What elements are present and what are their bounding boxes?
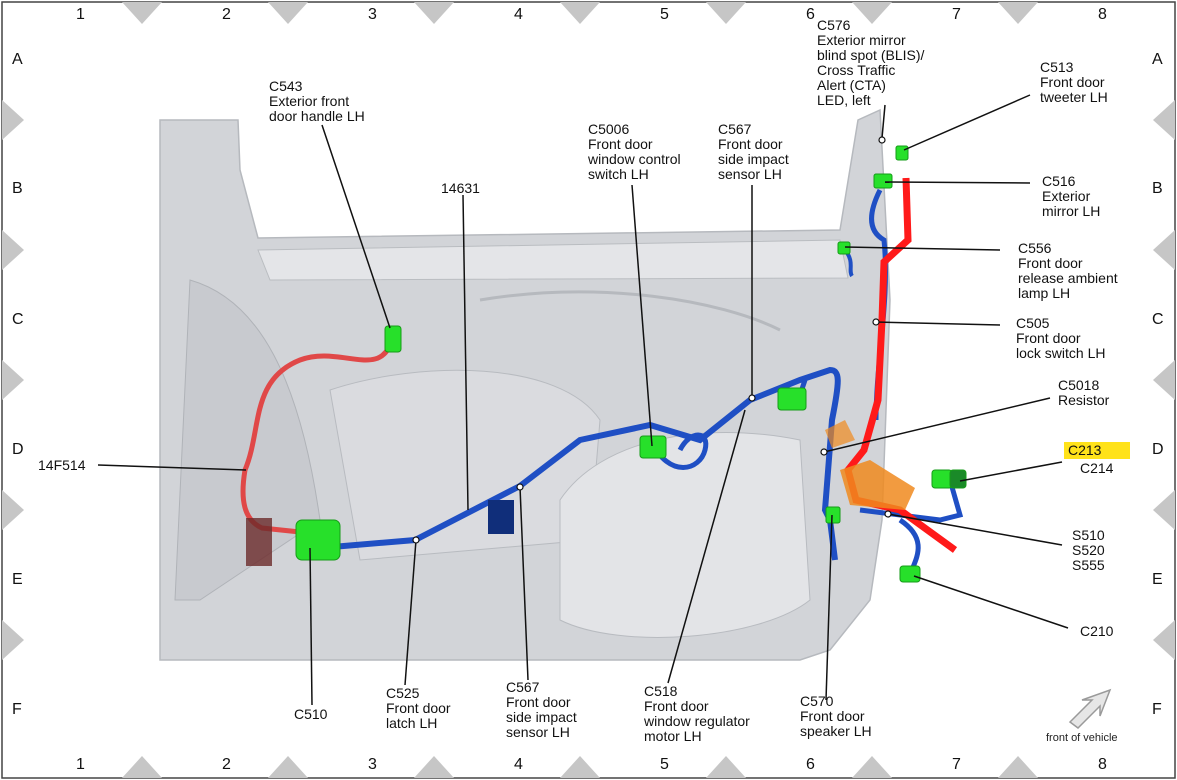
door-speaker-pocket (329, 369, 601, 561)
grid-col-2-bottom: 2 (222, 756, 231, 773)
grid-row-d-left: D (12, 441, 24, 458)
grid-row-f-right: F (1152, 701, 1162, 718)
connectors (295, 145, 967, 583)
label-14631: 14631 (441, 180, 480, 196)
grid-col-8-top: 8 (1098, 6, 1107, 23)
harness-pink-14f514 (240, 339, 395, 535)
connector-c213 (931, 469, 953, 489)
label-c513: C513 Front door tweeter LH (1040, 59, 1108, 105)
label-c556: C556 Front door release ambient lamp LH (1018, 240, 1118, 301)
grid-row-c-right: C (1152, 311, 1164, 328)
label-c570: C570 Front door speaker LH (800, 693, 872, 739)
front-of-vehicle-label: front of vehicle (1046, 732, 1118, 744)
connector-c214 (949, 469, 967, 489)
connector-c210 (899, 565, 921, 583)
grid-col-6-bottom: 6 (806, 756, 815, 773)
harness-grommet-dark (246, 518, 272, 566)
leader-lines (97, 94, 1069, 706)
door-lower-pocket (559, 432, 811, 638)
label-14f514: 14F514 (38, 457, 86, 473)
label-c567-top: C567 Front door side impact sensor LH (718, 121, 789, 182)
grid-col-5-top: 5 (660, 6, 669, 23)
grid-col-2-top: 2 (222, 6, 231, 23)
grid-col-5-bottom: 5 (660, 756, 669, 773)
harness-blue-loop (647, 432, 709, 470)
grid-col-1-bottom: 1 (76, 756, 85, 773)
grid-col-7-top: 7 (952, 6, 961, 23)
connector-c5006 (639, 435, 667, 459)
grid-row-e-left: E (12, 571, 23, 588)
label-c525: C525 Front door latch LH (386, 685, 451, 731)
label-c543: C543 Exterior front door handle LH (269, 78, 365, 124)
grid-row-e-right: E (1152, 571, 1163, 588)
label-c576: C576 Exterior mirror blind spot (BLIS)/ … (817, 17, 925, 108)
grid-col-7-bottom: 7 (952, 756, 961, 773)
grid-row-a-right: A (1152, 51, 1163, 68)
front-arrow-icon (1068, 688, 1112, 729)
connector-c516 (873, 173, 893, 189)
grid-col-4-top: 4 (514, 6, 523, 23)
label-c518: C518 Front door window regulator motor L… (644, 683, 750, 744)
label-c505: C505 Front door lock switch LH (1016, 315, 1106, 361)
grid-col-1-top: 1 (76, 6, 85, 23)
label-c210: C210 (1080, 623, 1114, 639)
connector-c570 (825, 506, 841, 524)
grid-row-f-left: F (12, 701, 22, 718)
orange-bracket (840, 460, 915, 510)
grid-row-b-left: B (12, 180, 23, 197)
connector-c556 (837, 241, 851, 255)
grid-col-3-top: 3 (368, 6, 377, 23)
door-upper-rail (257, 239, 849, 281)
harness-blue-right-branch (859, 479, 964, 523)
label-c5018: C5018 Resistor (1058, 377, 1110, 408)
harness-blue-14631 (319, 366, 841, 561)
label-c214: C214 (1080, 460, 1114, 476)
grid-col-6-top: 6 (806, 6, 815, 23)
label-c510: C510 (294, 706, 328, 722)
label-c567-bottom: C567 Front door side impact sensor LH (506, 679, 577, 740)
connector-c567-top (777, 387, 807, 411)
splice-markers (412, 136, 892, 544)
grid-col-4-bottom: 4 (514, 756, 523, 773)
label-c213-highlighted: C213 (1064, 442, 1130, 459)
harness-grommet-blue (488, 500, 514, 534)
label-c516: C516 Exterior mirror LH (1042, 173, 1101, 219)
label-s510-s520-s555: S510 S520 S555 (1072, 527, 1105, 573)
label-c5006: C5006 Front door window control switch L… (588, 121, 681, 182)
grid-row-a-left: A (12, 51, 23, 68)
connector-c510 (295, 519, 341, 561)
grid-row-c-left: C (12, 311, 24, 328)
connector-c543 (384, 325, 402, 353)
grid-col-8-bottom: 8 (1098, 756, 1107, 773)
grid-row-d-right: D (1152, 441, 1164, 458)
door-crease-line (479, 290, 781, 332)
grid-row-b-right: B (1152, 180, 1163, 197)
grid-col-3-bottom: 3 (368, 756, 377, 773)
orange-clip (825, 420, 855, 448)
connector-c513 (895, 145, 909, 161)
